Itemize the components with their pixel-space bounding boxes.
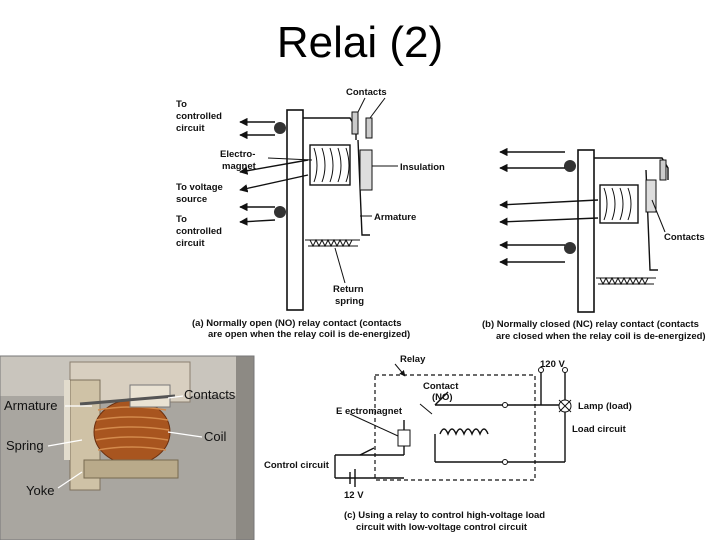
- coil-symbol: [439, 428, 489, 436]
- label-to-controlled-bottom-3: circuit: [176, 238, 205, 249]
- photo-label-spring: Spring: [6, 438, 44, 453]
- diagram-a-normally-open: To controlled circuit Contacts Electro- …: [176, 87, 445, 340]
- insulation-block: [359, 149, 373, 191]
- photo-coil: [93, 399, 171, 465]
- relay-box: [374, 374, 536, 481]
- contact-point-a: [351, 111, 359, 135]
- caption-c-2: circuit with low-voltage control circuit: [356, 522, 528, 533]
- label-insulation: Insulation: [400, 162, 445, 173]
- label-contact-no-2: (NO): [432, 392, 453, 403]
- label-load-circuit: Load circuit: [572, 424, 627, 435]
- label-to-controlled-top-2: controlled: [176, 111, 222, 122]
- photo-label-coil: Coil: [204, 429, 227, 444]
- caption-a-1: (a) Normally open (NO) relay contact (co…: [192, 318, 402, 329]
- screw-top: [274, 122, 286, 134]
- electromagnet-core: [397, 429, 411, 447]
- label-12v: 12 V: [344, 490, 364, 501]
- label-contact-no-1: Contact: [423, 381, 459, 392]
- armature: [357, 139, 370, 236]
- caption-b-2: are closed when the relay coil is de-ene…: [496, 331, 706, 342]
- photo-label-yoke: Yoke: [26, 483, 54, 498]
- label-to-controlled-top-1: To: [176, 99, 187, 110]
- label-to-voltage-1: To voltage: [176, 182, 223, 193]
- photo-label-contacts: Contacts: [184, 387, 236, 402]
- control-switch: [359, 447, 375, 456]
- screw-bottom: [274, 206, 286, 218]
- label-return-spring-1: Return: [333, 284, 364, 295]
- label-to-controlled-bottom-2: controlled: [176, 226, 222, 237]
- caption-c-1: (c) Using a relay to control high-voltag…: [344, 510, 545, 521]
- slide-title: Relai (2): [276, 18, 444, 67]
- label-electromagnet-c: E ectromagnet: [336, 406, 403, 417]
- electromagnet-coil-b: [599, 184, 639, 224]
- yoke-plate: [286, 109, 304, 311]
- label-lamp-load: Lamp (load): [578, 401, 632, 412]
- label-armature-a: Armature: [374, 212, 416, 223]
- return-spring: [305, 238, 360, 248]
- return-spring-b: [596, 276, 656, 286]
- label-to-voltage-2: source: [176, 194, 207, 205]
- top-contact-arm: [303, 117, 357, 140]
- label-control-circuit: Control circuit: [264, 460, 330, 471]
- label-to-controlled-bottom-1: To: [176, 214, 187, 225]
- label-contacts-a: Contacts: [346, 87, 387, 98]
- contact-point-b: [365, 117, 373, 139]
- yoke-plate-b: [577, 149, 595, 313]
- label-contacts-b: Contacts: [664, 232, 705, 243]
- label-return-spring-2: spring: [335, 296, 364, 307]
- label-relay: Relay: [400, 354, 426, 365]
- electromagnet-coil: [309, 144, 351, 186]
- label-120v: 120 V: [540, 359, 565, 370]
- diagram-c-control-circuit: Relay Contact (NO) E ectromagnet 120 V L…: [264, 354, 632, 533]
- photo-label-armature: Armature: [4, 398, 57, 413]
- label-electromagnet-2: magnet: [222, 161, 257, 172]
- label-electromagnet-1: Electro-: [220, 149, 255, 160]
- relay-photo: Armature Contacts Spring Coil Yoke: [0, 355, 255, 540]
- caption-a-2: are open when the relay coil is de-energ…: [208, 329, 410, 340]
- top-contact-arm-b: [594, 157, 669, 180]
- caption-b-1: (b) Normally closed (NC) relay contact (…: [482, 319, 699, 330]
- diagram-b-normally-closed: Contacts (b) Normally closed (NC) relay …: [482, 147, 706, 342]
- label-to-controlled-top-3: circuit: [176, 123, 205, 134]
